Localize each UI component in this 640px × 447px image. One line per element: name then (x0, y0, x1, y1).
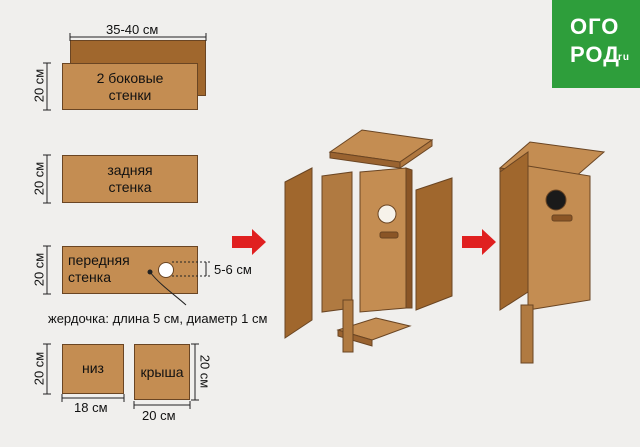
entrance-hole (158, 262, 174, 278)
assembled-perch (551, 214, 573, 222)
perch-note: жердочка: длина 5 см, диаметр 1 см (48, 311, 268, 326)
arrow-right-1 (232, 229, 266, 255)
exploded-right-side (415, 177, 453, 311)
front-wall-label: передняя стенка (62, 252, 158, 286)
roof-label: крыша (140, 364, 184, 380)
roof-board (134, 344, 190, 400)
hole-offset-dim: 5-6 см (214, 262, 252, 277)
perch-dot (147, 269, 153, 275)
side-wall-label-line1: 2 боковые (96, 70, 164, 86)
front-wall-label-line2: стенка (68, 269, 111, 285)
side-wall-label-line2: стенки (108, 87, 152, 103)
back-wall-board (62, 155, 198, 203)
bottom-width-dim: 18 см (74, 400, 108, 415)
bottom-board (62, 344, 124, 394)
bottom-label: низ (82, 360, 104, 376)
back-wall-label-line2: стенка (108, 179, 152, 195)
side-wall-board (62, 63, 198, 110)
exploded-entrance-hole (377, 204, 397, 224)
assembled-front-wall (527, 165, 591, 311)
exploded-post (342, 299, 354, 353)
side-wall-label: 2 боковые стенки (62, 70, 198, 104)
assembled-left-side (499, 151, 529, 311)
logo-line2: РОД (570, 42, 620, 67)
assembled-birdhouse (498, 141, 606, 364)
back-wall-label: задняя стенка (62, 162, 198, 196)
front-wall-label-line1: передняя (68, 252, 130, 268)
perch-leader (149, 271, 187, 306)
exploded-front-wall (359, 167, 407, 313)
logo-suffix: ru (618, 52, 630, 63)
assembled-post (520, 304, 534, 364)
exploded-back-wall (321, 171, 353, 313)
side-width-dim: 35-40 см (106, 22, 159, 37)
exploded-left-side (284, 167, 313, 339)
roof-width-dim: 20 см (142, 408, 176, 423)
ogorod-logo: ОГО РОД ru (552, 0, 640, 88)
back-wall-label-line1: задняя (107, 162, 153, 178)
exploded-perch (379, 231, 399, 239)
assembled-entrance-hole (545, 189, 567, 211)
front-wall-board (62, 246, 198, 294)
logo-line1: ОГО (570, 14, 620, 39)
exploded-birdhouse (284, 129, 453, 353)
dimension-lines (43, 33, 210, 409)
arrow-right-2 (462, 229, 496, 255)
